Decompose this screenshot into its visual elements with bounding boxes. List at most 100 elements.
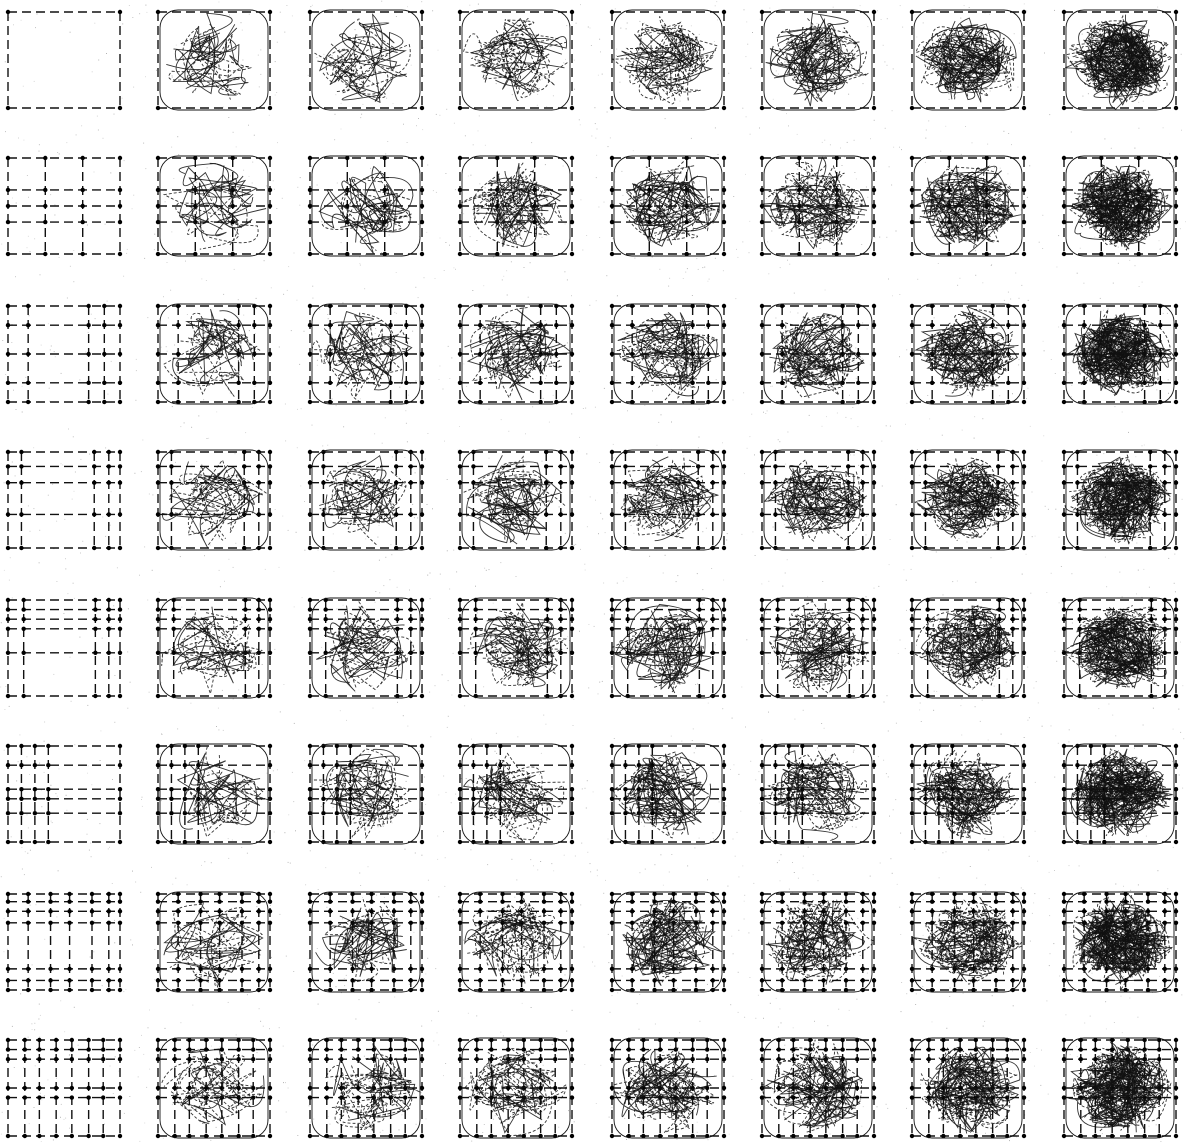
grid-node bbox=[1174, 481, 1178, 485]
grid-node bbox=[685, 252, 689, 256]
grid-node bbox=[19, 512, 23, 516]
grid-node bbox=[1062, 400, 1066, 404]
grid-node bbox=[26, 400, 30, 404]
grid-node bbox=[395, 617, 399, 621]
panel-r3-c1 bbox=[6, 304, 122, 404]
grid-node bbox=[308, 10, 312, 14]
grid-node bbox=[156, 617, 160, 621]
panel-r1-c3 bbox=[308, 10, 424, 110]
grid-node bbox=[26, 352, 30, 356]
grid-node bbox=[107, 481, 111, 485]
grid-node bbox=[910, 797, 914, 801]
grid-node bbox=[760, 512, 764, 516]
grid-node bbox=[1062, 188, 1066, 192]
grid-node bbox=[92, 512, 96, 516]
grid-node bbox=[872, 744, 876, 748]
grid-node bbox=[6, 694, 10, 698]
grid-node bbox=[538, 381, 542, 385]
grid-node bbox=[872, 106, 876, 110]
panel-r3-c5 bbox=[610, 304, 726, 404]
grid-node bbox=[19, 787, 23, 791]
grid-node bbox=[183, 840, 187, 844]
grid-node bbox=[118, 763, 122, 767]
grid-node bbox=[169, 811, 173, 815]
grid-node bbox=[760, 811, 764, 815]
grid-node bbox=[610, 464, 614, 468]
grid-node bbox=[610, 106, 614, 110]
grid-node bbox=[787, 744, 791, 748]
grid-node bbox=[268, 598, 272, 602]
grid-node bbox=[86, 323, 90, 327]
grid-node bbox=[1163, 617, 1167, 621]
grid-node bbox=[26, 304, 30, 308]
grid-node bbox=[420, 352, 424, 356]
grid-node bbox=[1174, 204, 1178, 208]
grid-node bbox=[268, 204, 272, 208]
grid-node bbox=[722, 450, 726, 454]
grid-node bbox=[323, 627, 327, 631]
grid-node bbox=[910, 607, 914, 611]
grid-node bbox=[395, 607, 399, 611]
grid-node bbox=[81, 220, 85, 224]
grid-node bbox=[93, 694, 97, 698]
grid-node bbox=[308, 598, 312, 602]
grid-node bbox=[570, 106, 574, 110]
grid-node bbox=[43, 204, 47, 208]
grid-node bbox=[760, 617, 764, 621]
grid-node bbox=[760, 220, 764, 224]
grid-node bbox=[872, 651, 876, 655]
grid-node bbox=[156, 607, 160, 611]
grid-node bbox=[321, 481, 325, 485]
grid-node bbox=[345, 156, 349, 160]
grid-node bbox=[1022, 400, 1026, 404]
grid-node bbox=[559, 512, 563, 516]
grid-node bbox=[1075, 481, 1079, 485]
grid-node bbox=[43, 156, 47, 160]
grid-node bbox=[950, 744, 954, 748]
grid-node bbox=[570, 787, 574, 791]
grid-node bbox=[872, 481, 876, 485]
grid-node bbox=[690, 304, 694, 308]
grid-node bbox=[183, 744, 187, 748]
grid-node bbox=[409, 627, 413, 631]
grid-node bbox=[46, 763, 50, 767]
grid-node bbox=[697, 607, 701, 611]
grid-node bbox=[169, 481, 173, 485]
grid-node bbox=[559, 464, 563, 468]
grid-node bbox=[570, 481, 574, 485]
grid-node bbox=[308, 188, 312, 192]
grid-node bbox=[308, 220, 312, 224]
grid-node bbox=[420, 744, 424, 748]
grid-node bbox=[471, 464, 475, 468]
grid-node bbox=[910, 304, 914, 308]
grid-node bbox=[1163, 607, 1167, 611]
grid-node bbox=[722, 220, 726, 224]
grid-node bbox=[760, 188, 764, 192]
grid-node bbox=[252, 323, 256, 327]
grid-node bbox=[394, 450, 398, 454]
grid-node bbox=[268, 481, 272, 485]
grid-node bbox=[156, 323, 160, 327]
grid-node bbox=[910, 617, 914, 621]
grid-node bbox=[268, 106, 272, 110]
grid-node bbox=[19, 840, 23, 844]
grid-node bbox=[156, 481, 160, 485]
grid-node bbox=[118, 10, 122, 14]
grid-node bbox=[118, 381, 122, 385]
grid-node bbox=[990, 400, 994, 404]
grid-node bbox=[722, 840, 726, 844]
grid-node bbox=[308, 797, 312, 801]
grid-node bbox=[722, 381, 726, 385]
grid-node bbox=[985, 252, 989, 256]
panel-r1-c6 bbox=[760, 10, 876, 110]
grid-node bbox=[107, 450, 111, 454]
grid-node bbox=[1006, 381, 1010, 385]
grid-node bbox=[118, 598, 122, 602]
grid-node bbox=[1022, 797, 1026, 801]
grid-node bbox=[242, 450, 246, 454]
grid-node bbox=[420, 811, 424, 815]
grid-node bbox=[1011, 464, 1015, 468]
grid-node bbox=[6, 106, 10, 110]
grid-node bbox=[610, 304, 614, 308]
grid-node bbox=[610, 481, 614, 485]
